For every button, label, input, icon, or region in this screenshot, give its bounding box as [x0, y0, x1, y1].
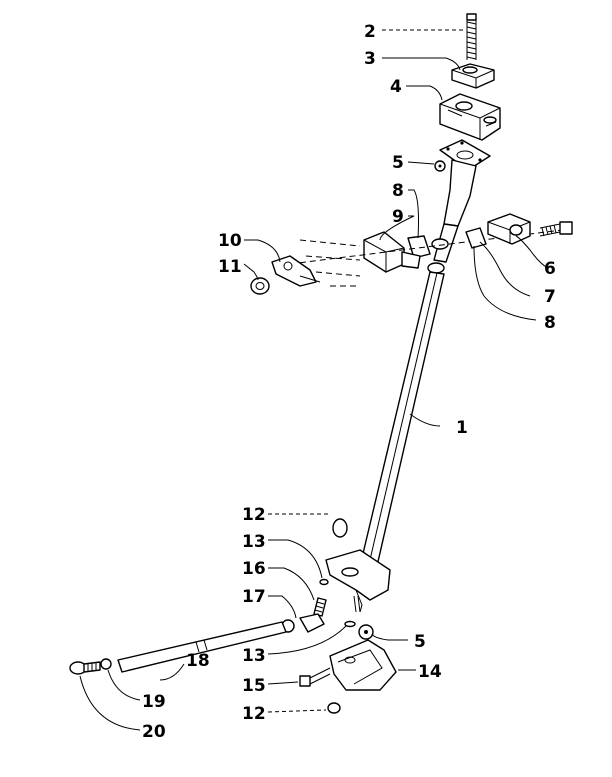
bolt-part-16 — [313, 597, 327, 617]
phantom-handlebar — [299, 239, 361, 287]
callout-18: 18 — [186, 651, 210, 671]
callout-8-upper: 8 — [392, 181, 404, 201]
right-clamp-parts — [465, 213, 573, 249]
callout-13-lower: 13 — [242, 646, 266, 666]
handlebar-clamp-part-9 — [363, 231, 431, 273]
nut-part-11 — [250, 277, 270, 295]
steering-column-part-1 — [325, 139, 491, 613]
callout-15: 15 — [242, 676, 266, 696]
tie-rod-part-18 — [117, 621, 287, 673]
callout-19: 19 — [142, 692, 166, 712]
callout-2: 2 — [364, 22, 376, 42]
callout-8-lower: 8 — [544, 313, 556, 333]
callout-17: 17 — [242, 587, 266, 607]
callout-5-upper: 5 — [392, 153, 404, 173]
leader-lines — [79, 29, 549, 731]
tie-rod-end-part-17 — [281, 613, 325, 633]
washer-part-12-upper — [332, 518, 348, 538]
bracket-part-10 — [271, 255, 321, 287]
callout-13-upper: 13 — [242, 532, 266, 552]
washer-part-13-upper — [319, 578, 329, 586]
callout-labels: 2 3 4 5 8 9 10 11 6 7 8 1 12 13 16 17 18… — [142, 22, 556, 742]
callout-6: 6 — [544, 259, 556, 279]
callout-11: 11 — [218, 257, 242, 277]
callout-4: 4 — [390, 77, 402, 97]
callout-16: 16 — [242, 559, 266, 579]
callout-7: 7 — [544, 287, 556, 307]
callout-9: 9 — [392, 207, 404, 227]
callout-12-upper: 12 — [242, 505, 266, 525]
nut-part-12-lower — [327, 702, 341, 714]
upper-clamp-part-3 — [451, 63, 495, 89]
callout-10: 10 — [218, 231, 242, 251]
callout-1: 1 — [456, 418, 468, 438]
callout-12-lower: 12 — [242, 704, 266, 724]
parts-drawing — [69, 13, 573, 714]
bolt-part-15 — [299, 667, 331, 687]
stud-lower — [353, 595, 361, 613]
rod-end-part-20 — [69, 661, 101, 675]
jam-nut-part-19 — [100, 658, 112, 670]
lower-clamp-part-4 — [439, 93, 501, 141]
callout-14: 14 — [418, 662, 442, 682]
callout-20: 20 — [142, 722, 166, 742]
handlebar-axis-line — [289, 229, 563, 265]
nut-part-5-upper — [434, 160, 446, 172]
callout-5-lower: 5 — [414, 632, 426, 652]
callout-3: 3 — [364, 49, 376, 69]
nut-part-5-lower — [358, 624, 374, 640]
bolt-part-2 — [466, 13, 477, 60]
washer-part-13-lower — [344, 620, 356, 628]
mount-bracket-part-14 — [329, 639, 397, 691]
